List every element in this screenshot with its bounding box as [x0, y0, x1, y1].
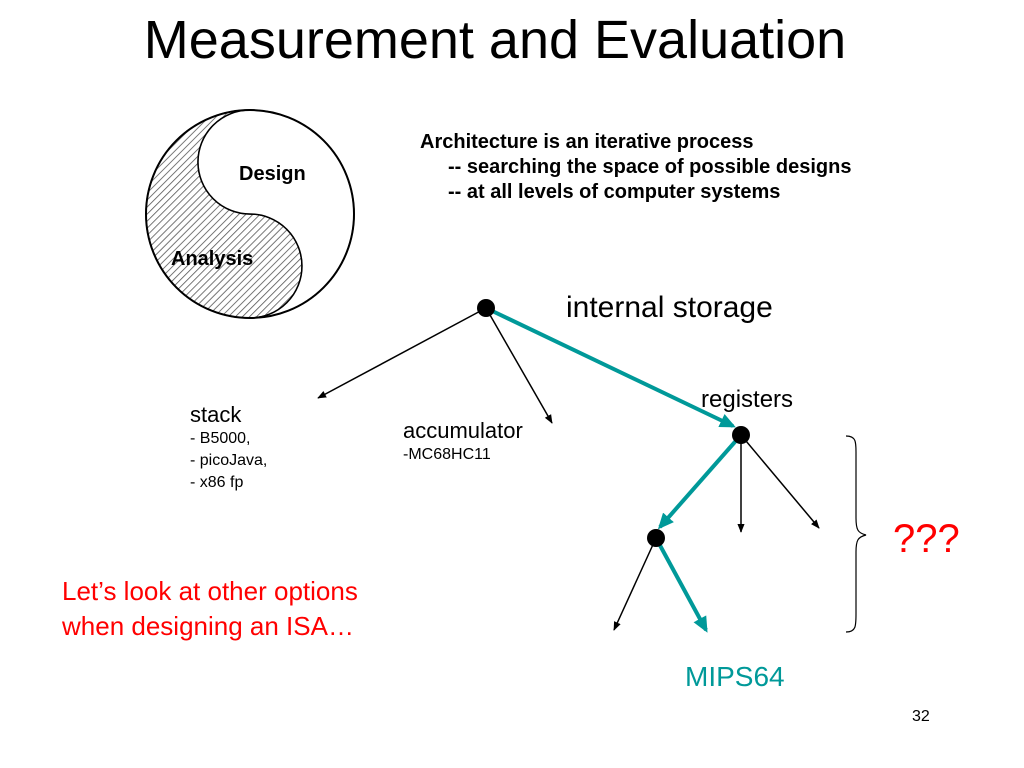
- unknown-options-label: ???: [893, 517, 960, 561]
- edge-registers-to-sub: [657, 433, 743, 530]
- accumulator-block: accumulator -MC68HC11: [403, 418, 523, 466]
- stack-example-x86fp: - x86 fp: [190, 474, 244, 491]
- node-registers: [732, 426, 750, 444]
- stack-label: stack: [190, 402, 242, 427]
- stack-example-b5000: - B5000,: [190, 430, 251, 447]
- analysis-label: Analysis: [171, 248, 253, 270]
- edge-root-to-stack: [317, 307, 487, 399]
- edge-sub-to-mips: [654, 537, 708, 633]
- highlight-path: [485, 306, 743, 633]
- edge-sub-to-left: [613, 537, 657, 631]
- node-register-sub: [647, 529, 665, 547]
- callout-line-2: when designing an ISA…: [62, 611, 354, 641]
- mips64-label: MIPS64: [685, 661, 785, 692]
- accumulator-label: accumulator: [403, 418, 523, 443]
- stack-example-picojava: - picoJava,: [190, 452, 268, 469]
- internal-storage-label: internal storage: [566, 291, 773, 324]
- slide-page-number: 32: [912, 708, 930, 725]
- curly-brace: [845, 435, 867, 633]
- accumulator-example: -MC68HC11: [403, 446, 491, 463]
- registers-label: registers: [701, 386, 794, 413]
- architecture-description: Architecture is an iterative process -- …: [420, 130, 851, 205]
- edge-registers-to-right: [740, 434, 820, 529]
- design-label: Design: [239, 163, 306, 185]
- edge-root-to-registers: [485, 306, 736, 428]
- architecture-line-1: Architecture is an iterative process: [420, 131, 754, 153]
- callout-line-1: Let’s look at other options: [62, 576, 358, 606]
- node-internal-storage: [477, 299, 495, 317]
- yin-yang-outline: [145, 109, 355, 319]
- slide-title: Measurement and Evaluation: [143, 10, 847, 70]
- yin-yang-symbol: Design Analysis: [145, 109, 355, 319]
- edge-root-to-accumulator: [485, 307, 553, 424]
- callout-text: Let’s look at other options when designi…: [62, 574, 358, 644]
- architecture-line-2: -- searching the space of possible desig…: [448, 156, 852, 178]
- architecture-line-3: -- at all levels of computer systems: [448, 181, 781, 203]
- stack-block: stack - B5000, - picoJava, - x86 fp: [190, 402, 267, 494]
- tree-edges: [317, 307, 820, 631]
